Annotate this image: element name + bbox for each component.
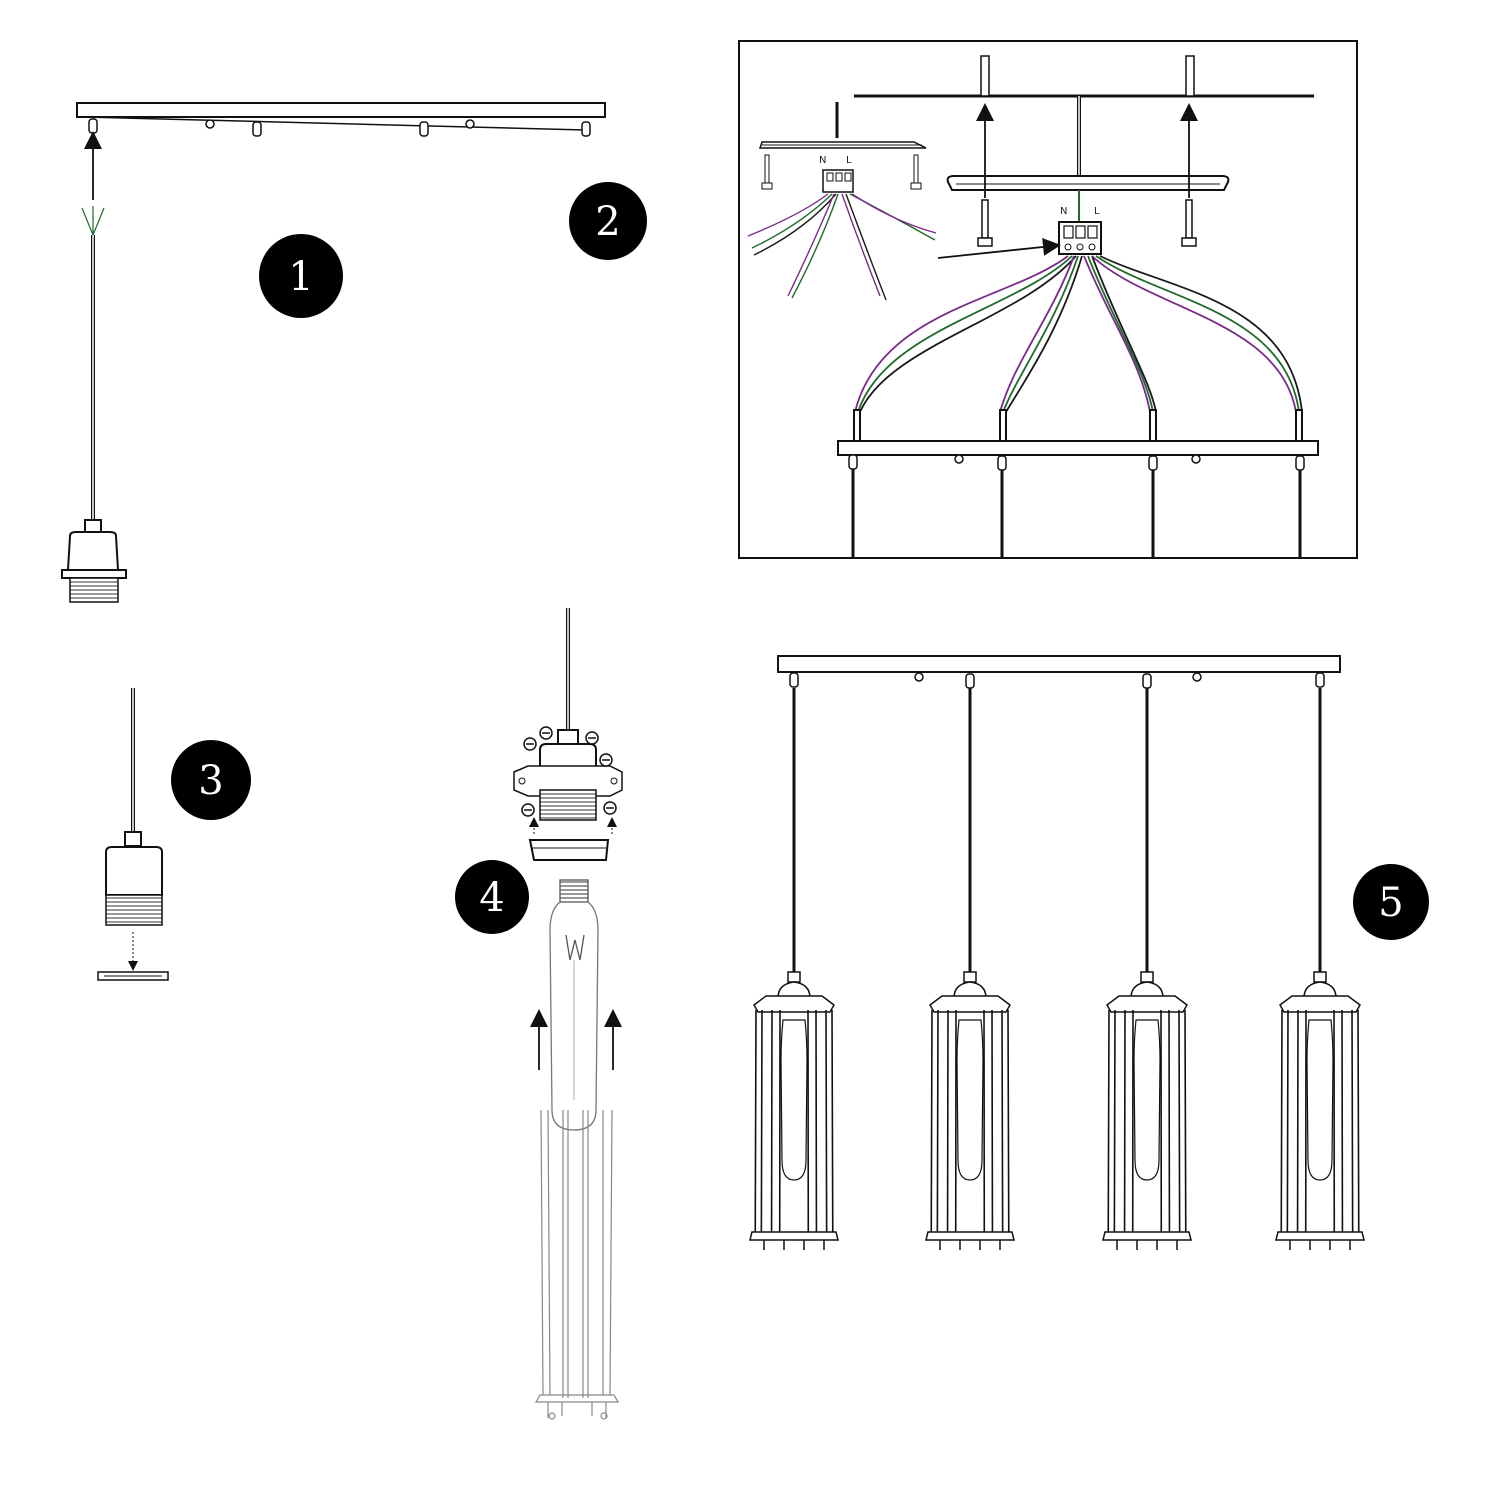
pendant-lamp	[1275, 688, 1365, 1250]
small-connection-inset: N L	[747, 102, 937, 301]
ceiling-bar	[837, 440, 1319, 456]
step-1-badge: 1	[259, 234, 343, 318]
wiring-detail-frame	[738, 40, 1358, 559]
pendant-lamp	[749, 688, 839, 1250]
wire-cage-shade	[534, 1109, 620, 1420]
detail-arrow	[937, 237, 1061, 259]
step-4-group: 4	[455, 608, 623, 1420]
step-5-group: 5	[749, 655, 1429, 1250]
step-4-badge: 4	[455, 860, 529, 934]
step-1-group: 1	[61, 102, 606, 603]
neutral-label: N	[1060, 206, 1067, 217]
retaining-ring	[97, 971, 169, 981]
step-number: 1	[288, 254, 313, 300]
screw-icon	[1181, 199, 1197, 247]
lamp-socket	[61, 519, 127, 603]
screw-icon	[521, 726, 617, 817]
retaining-ring	[528, 839, 610, 861]
step-5-badge: 5	[1353, 864, 1429, 940]
light-bulb	[549, 879, 599, 1131]
pendant-lamp	[1102, 688, 1192, 1250]
step-3-badge: 3	[171, 740, 251, 820]
step-number: 5	[1378, 880, 1403, 926]
terminal-block: N L	[1058, 190, 1102, 255]
step-3-group: 3	[97, 688, 251, 981]
step-number: 2	[595, 199, 620, 245]
live-label: L	[1094, 206, 1100, 217]
ceiling-bar	[777, 655, 1341, 673]
step-number: 4	[479, 875, 504, 921]
pendant-row	[749, 688, 1365, 1250]
live-label: L	[846, 155, 852, 166]
bar-hooks	[88, 118, 591, 137]
pendant-lamp	[925, 688, 1015, 1250]
lamp-socket	[105, 831, 163, 926]
step-2-badge: 2	[569, 182, 647, 260]
lamp-socket	[513, 729, 623, 821]
mounting-plate	[946, 175, 1230, 191]
fanned-wires	[854, 255, 1303, 413]
ceiling-bar	[76, 102, 606, 118]
step-number: 3	[198, 758, 223, 804]
step-2-group: 2	[569, 40, 1358, 559]
neutral-label: N	[819, 155, 826, 166]
screw-icon	[977, 199, 993, 247]
